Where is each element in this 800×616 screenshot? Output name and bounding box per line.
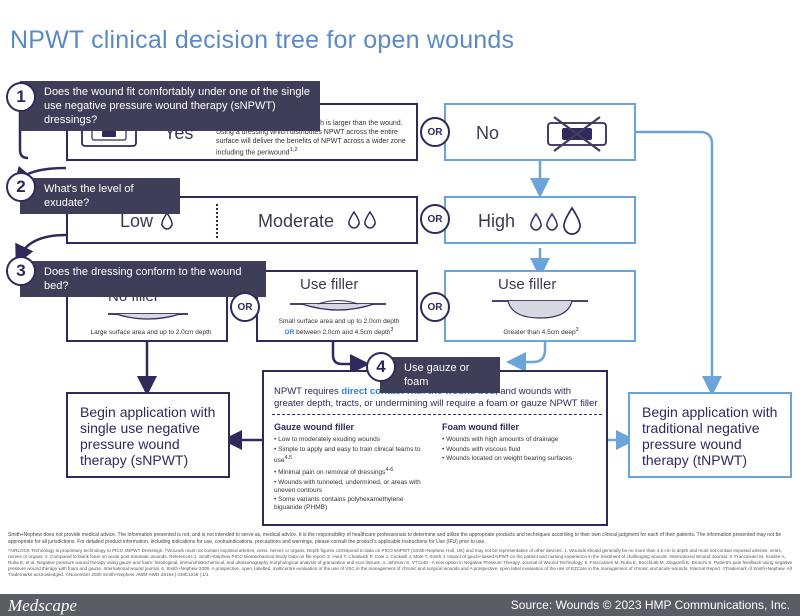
gauze-item: • Minimal pain on removal of dressings4-… — [274, 467, 394, 477]
foam-item: • Wounds with high amounts of drainage — [442, 436, 559, 443]
filler-divider — [272, 414, 602, 415]
no-label: No — [476, 123, 500, 143]
high-label: High — [478, 211, 516, 231]
gauze-item: • Some variants contains polyhexamethyle… — [274, 496, 404, 512]
or-circle-row2: OR — [420, 204, 450, 234]
deep-wound-icon — [492, 300, 588, 319]
use-filler-middle-label: Use filler — [300, 276, 359, 293]
use-filler-right-label: Use filler — [498, 276, 557, 293]
step-1-question: Does the wound fit comfortably under one… — [20, 81, 320, 131]
double-drop-icon — [348, 210, 376, 229]
step-1-badge: 1 — [6, 82, 36, 112]
medium-wound-icon — [290, 300, 386, 311]
foam-title: Foam wound filler — [442, 422, 520, 432]
step-2-question: What's the level of exudate? — [20, 178, 180, 214]
use-filler-middle-description: Small surface area and up to 2.0cm depth… — [278, 318, 400, 337]
or-circle-row1: OR — [420, 117, 450, 147]
step-4-label: Use gauze or foam — [380, 357, 500, 393]
begin-snpwt-box: Begin application with single use negati… — [66, 392, 230, 478]
use-filler-middle-box: Use filler Small surface area and up to … — [256, 270, 418, 342]
step-2-badge: 2 — [6, 172, 36, 202]
no-option-box: No — [444, 103, 636, 161]
shallow-wound-icon — [108, 313, 188, 320]
gauze-item: • Low to moderately exuding wounds — [274, 436, 380, 443]
gauze-title: Gauze wound filler — [274, 422, 355, 432]
no-filler-description: Large surface area and up to 2.0cm depth — [90, 329, 212, 336]
page-title: NPWT clinical decision tree for open wou… — [10, 26, 515, 54]
step-3-badge: 3 — [6, 256, 36, 286]
single-drop-icon — [161, 212, 173, 230]
foam-item: • Wounds with viscous fluid — [442, 445, 521, 453]
gauze-item: • Simple to apply and easy to train clin… — [274, 445, 421, 464]
source-bar — [0, 594, 800, 616]
use-filler-right-description: Greater than 4.5cm deep3 — [503, 327, 579, 337]
or-circle-row3-right: OR — [420, 292, 450, 322]
step-3-question: Does the dressing conform to the wound b… — [20, 261, 266, 297]
foam-list: • Wounds with high amounts of drainage •… — [442, 436, 602, 463]
use-filler-right-box: Use filler Greater than 4.5cm deep3 — [444, 270, 636, 342]
begin-snpwt-text: Begin application with single use negati… — [80, 404, 216, 468]
begin-tnpwt-text: Begin application with traditional negat… — [642, 404, 778, 468]
references-text: *AIRLOCK Technology is proprietary techn… — [8, 548, 793, 577]
gauze-foam-box: NPWT requires direct contact with the wo… — [262, 370, 608, 526]
exudate-high-box: High — [444, 196, 636, 244]
or-circle-row3-left: OR — [230, 292, 260, 322]
begin-tnpwt-box: Begin application with traditional negat… — [628, 392, 792, 478]
gauze-list: • Low to moderately exuding wounds • Sim… — [274, 436, 430, 512]
exudate-divider — [216, 204, 218, 238]
medscape-logo: Medscape — [8, 596, 77, 615]
foam-item: • Wounds located on weight bearing surfa… — [442, 455, 573, 462]
low-label: Low — [120, 211, 154, 231]
gauze-item: • Wounds with tunneled, undermined, or a… — [274, 478, 421, 494]
moderate-label: Moderate — [258, 211, 335, 231]
triple-drop-icon — [530, 206, 581, 235]
dressing-not-fit-icon — [547, 116, 607, 152]
source-credit: Source: Wounds © 2023 HMP Communications… — [510, 598, 790, 612]
step-4-badge: 4 — [366, 352, 396, 382]
disclaimer-text: Smith+Nephew does not provide medical ad… — [8, 532, 782, 545]
